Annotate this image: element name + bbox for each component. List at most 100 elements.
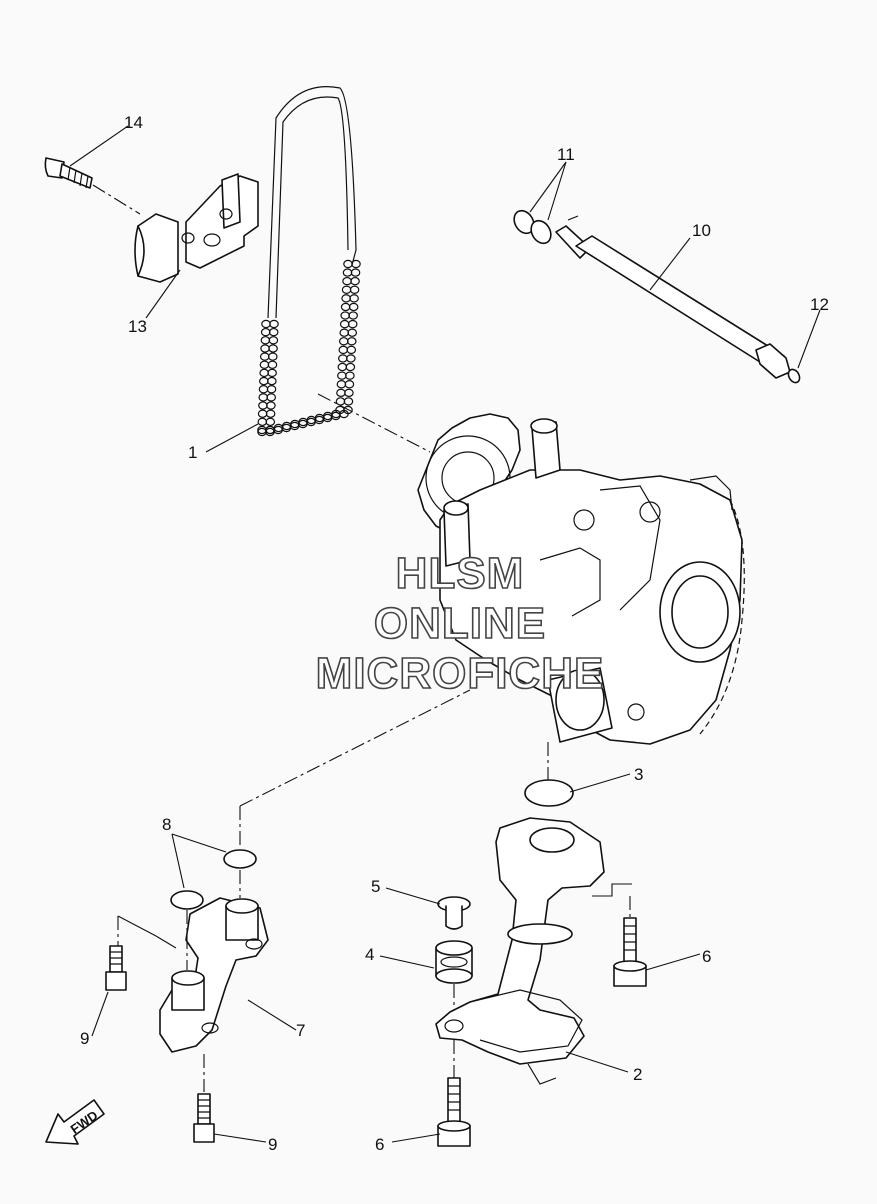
chain-link xyxy=(344,380,355,389)
chain-link xyxy=(258,393,269,402)
chain-link xyxy=(267,368,277,378)
callout-10: 10 xyxy=(692,221,711,240)
callout-6-lower: 6 xyxy=(375,1135,384,1154)
chain-link xyxy=(336,380,347,389)
chain-link xyxy=(346,354,356,363)
o-rings xyxy=(513,209,552,245)
chain-link xyxy=(342,276,352,286)
chain-link xyxy=(338,354,348,363)
oil-delivery-pipe xyxy=(159,897,269,1053)
oil-strainer-pipe xyxy=(435,817,605,1085)
bolt-left-upper xyxy=(105,945,127,991)
chain-link xyxy=(261,319,271,329)
chain-link xyxy=(347,328,358,337)
chain-link xyxy=(344,388,354,398)
chain-link xyxy=(335,397,346,406)
bolt-upper-right xyxy=(613,917,647,987)
chain-link xyxy=(257,425,267,435)
chain-link xyxy=(342,268,353,277)
chain-link xyxy=(269,319,279,329)
callout-14: 14 xyxy=(124,113,143,132)
callout-7: 7 xyxy=(296,1021,305,1040)
chain-link xyxy=(337,371,347,380)
oil-pump-drive-chain xyxy=(257,86,361,437)
chain-link xyxy=(343,259,353,269)
chain-link xyxy=(338,337,349,346)
collar xyxy=(437,896,471,930)
watermark-line-1: HLSM xyxy=(396,549,525,598)
chain-link xyxy=(268,336,279,345)
watermark: HLSM ONLINE MICROFICHE xyxy=(315,548,605,699)
chain-link xyxy=(257,417,268,427)
chain-link xyxy=(337,362,348,372)
chain-link xyxy=(257,409,268,418)
guide-bolt xyxy=(44,157,93,189)
bolt-lower xyxy=(437,1077,471,1147)
chain-link xyxy=(258,385,269,394)
chain-link xyxy=(341,294,351,303)
chain-link xyxy=(349,294,359,303)
chain-links xyxy=(257,259,361,437)
callout-8: 8 xyxy=(162,815,171,834)
chain-link xyxy=(339,319,350,329)
circlip xyxy=(787,368,801,384)
chain-link xyxy=(258,401,268,410)
callout-2: 2 xyxy=(633,1065,642,1084)
chain-link xyxy=(341,285,352,294)
chain-link xyxy=(340,311,350,320)
callout-3: 3 xyxy=(634,765,643,784)
chain-link xyxy=(259,352,270,361)
chain-link xyxy=(343,397,354,406)
oil-pump-assembly xyxy=(417,413,745,745)
chain-link xyxy=(257,427,267,437)
assembly-lines xyxy=(92,184,632,1092)
chain-link xyxy=(349,285,360,294)
chain-link xyxy=(266,401,276,410)
callout-6-upper: 6 xyxy=(702,947,711,966)
watermark-line-3: MICROFICHE xyxy=(316,649,605,698)
chain-link xyxy=(268,344,278,353)
callout-9-bottom: 9 xyxy=(268,1135,277,1154)
chain-guide xyxy=(134,173,259,283)
chain-link xyxy=(346,345,357,355)
bolt-left-lower xyxy=(193,1093,215,1143)
callout-1: 1 xyxy=(188,443,197,462)
chain-link xyxy=(345,371,355,380)
chain-link xyxy=(266,385,277,394)
chain-link xyxy=(336,388,346,398)
chain-link xyxy=(348,302,359,312)
callout-13: 13 xyxy=(128,317,147,336)
leader-lines xyxy=(69,125,821,1143)
chain-link xyxy=(345,362,356,372)
chain-link xyxy=(339,328,350,337)
chain-link xyxy=(268,327,279,337)
forward-direction-arrow: FWD xyxy=(45,1099,105,1145)
chain-link xyxy=(266,393,277,402)
callout-4: 4 xyxy=(365,945,374,964)
callout-12: 12 xyxy=(810,295,829,314)
o-ring-large xyxy=(524,779,574,807)
chain-link xyxy=(339,409,349,419)
o-ring-upper xyxy=(223,849,257,869)
chain-link xyxy=(267,376,277,386)
callout-11: 11 xyxy=(557,145,575,164)
chain-link xyxy=(265,409,276,418)
chain-link xyxy=(259,376,269,386)
chain-link xyxy=(267,352,278,361)
callout-labels: 1 2 3 4 5 6 6 7 8 9 9 10 11 12 13 14 xyxy=(80,113,829,1154)
callout-9-left: 9 xyxy=(80,1029,89,1048)
chain-link xyxy=(267,360,278,369)
chain-link xyxy=(350,268,361,277)
o-ring-lower xyxy=(170,890,204,910)
chain-link xyxy=(260,344,270,353)
chain-link xyxy=(340,302,351,312)
chain-link xyxy=(348,311,358,320)
chain-link xyxy=(350,276,360,286)
chain-link xyxy=(260,336,271,345)
chain-link xyxy=(260,327,271,337)
watermark-line-2: ONLINE xyxy=(374,599,546,648)
chain-link xyxy=(259,360,270,369)
chain-link xyxy=(259,368,269,378)
